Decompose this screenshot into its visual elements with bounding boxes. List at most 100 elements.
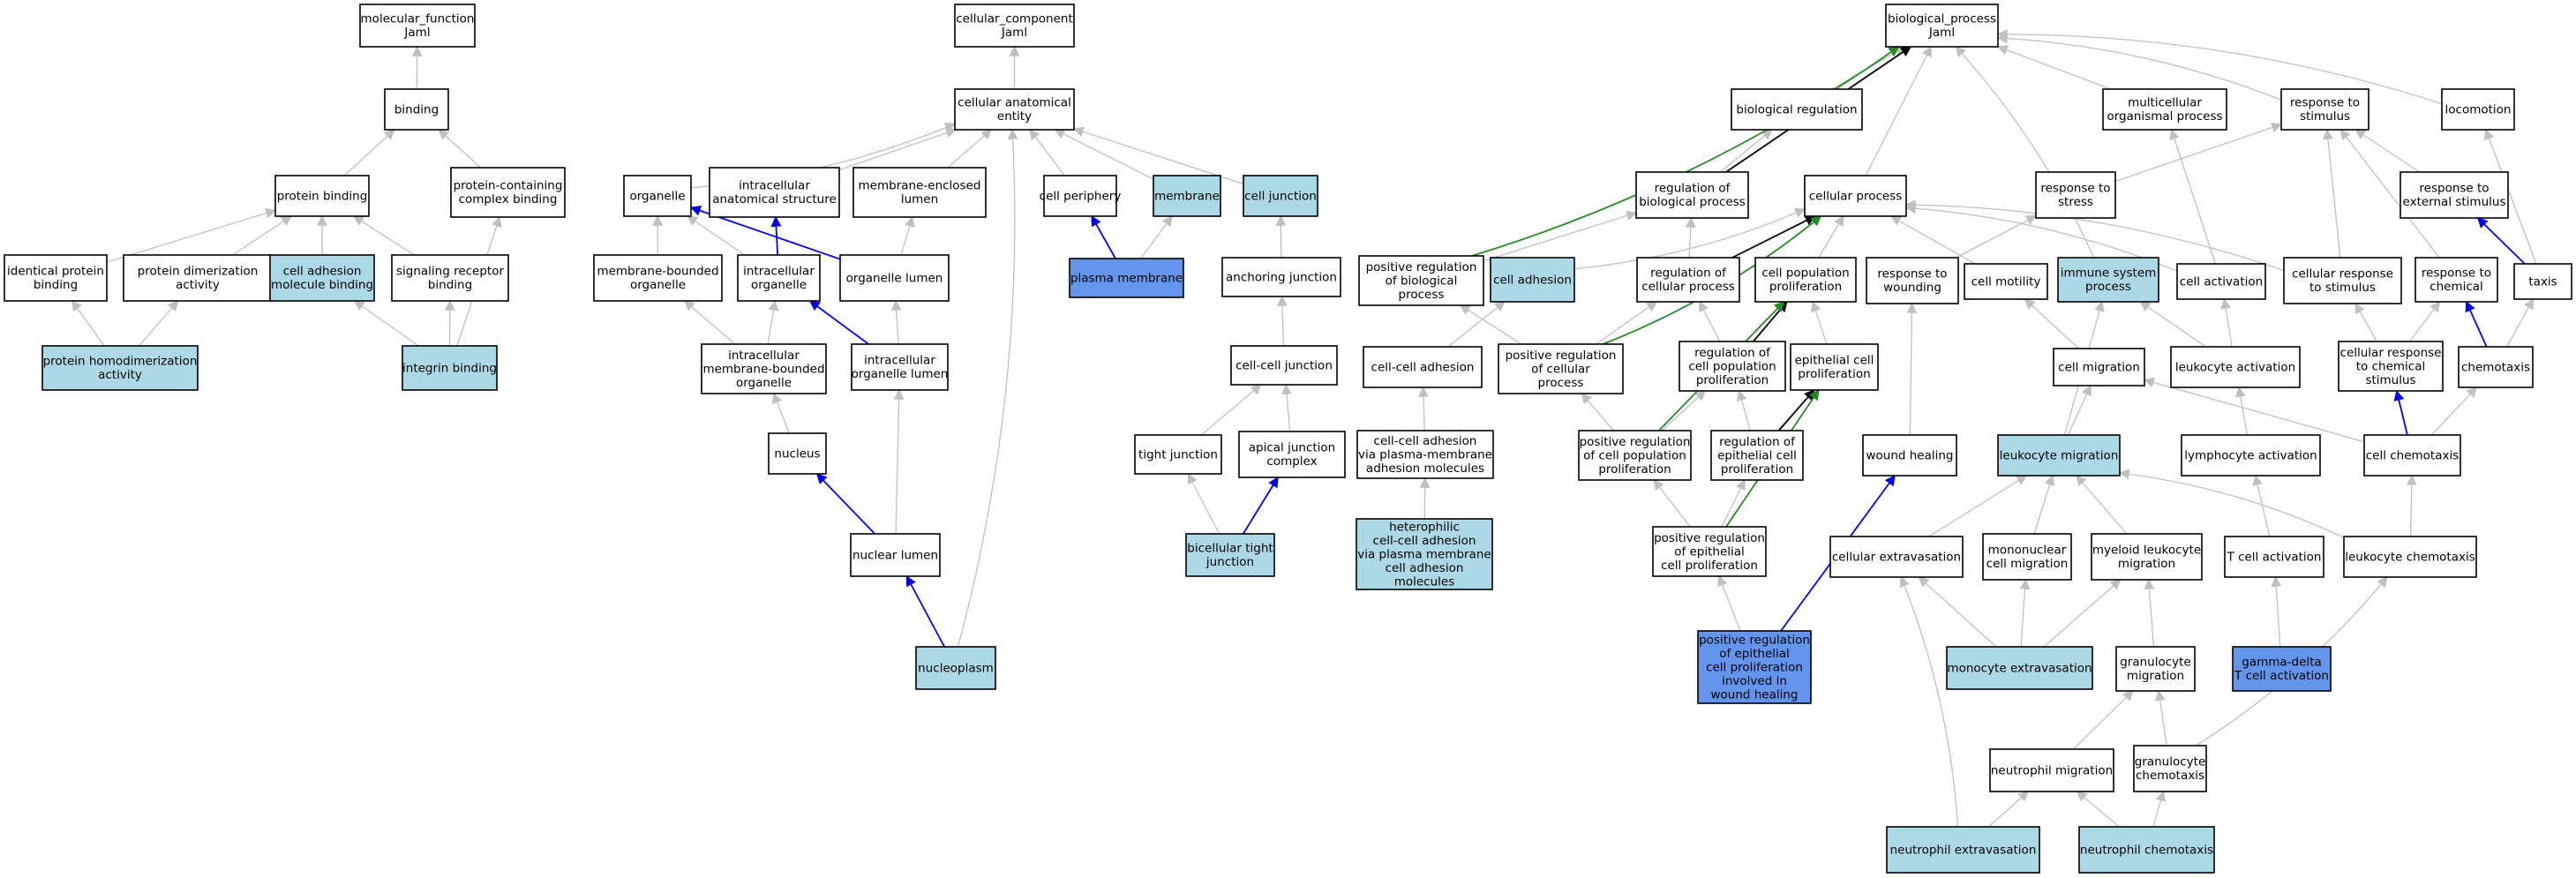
node-label-line: chemotaxis: [2461, 360, 2530, 374]
node-label-line: monocyte extravasation: [1947, 661, 2092, 675]
edge-resp_wound-to-resp_stress: [1956, 215, 2038, 259]
node-box: [850, 533, 941, 577]
node-box: [2283, 257, 2402, 304]
node-label-line: activity: [98, 368, 142, 382]
edge-pc_complex_binding-to-binding: [438, 129, 482, 169]
node-label-line: protein homodimerization: [43, 355, 198, 369]
edge-mono_extrav-to-cell_extrav: [1918, 576, 1997, 648]
edge-gran_chemotaxis-to-gran_migration: [2154, 689, 2167, 747]
node-box: [1134, 434, 1222, 475]
edge-mel-to-cae: [947, 129, 993, 169]
node-box: [4, 254, 108, 302]
edge-prot_homodimer-to-identical_pb: [71, 300, 105, 347]
node-label-line: organelle: [630, 278, 686, 292]
edge-nucleoplasm-to-nuclear_lumen: [905, 574, 945, 648]
node-label-line: Jaml: [1001, 26, 1027, 40]
node-box: [1498, 343, 1624, 394]
node-label-line: response to: [2290, 96, 2360, 110]
node-label-line: biological_process: [1888, 12, 1996, 26]
node-box: [1069, 258, 1184, 298]
node-label-line: positive regulation: [1699, 633, 1810, 647]
edge-neut_chemotaxis-to-gran_chemotaxis: [2152, 790, 2167, 828]
node-label-line: anatomical structure: [712, 192, 837, 206]
node-label-line: cellular response: [2292, 267, 2393, 281]
node-chemotaxis: chemotaxis: [2458, 346, 2534, 388]
node-label-line: cellular process: [1809, 189, 1903, 203]
node-label-line: response to: [2422, 266, 2491, 281]
node-label-line: cell proliferation: [1706, 660, 1803, 674]
node-label-line: cell-cell adhesion: [1373, 534, 1476, 548]
edge-iol-to-io: [808, 300, 869, 345]
node-box: [1221, 257, 1341, 297]
node-protein-binding: protein binding: [274, 175, 370, 217]
node-box: [852, 167, 987, 218]
node-label-line: immune system: [2061, 266, 2157, 281]
node-nuclear-lumen: nuclear lumen: [850, 533, 941, 577]
node-integrin-binding: integrin binding: [402, 345, 498, 391]
node-label-line: positive regulation: [1580, 435, 1691, 449]
node-label-line: of cell population: [1583, 448, 1686, 462]
node-label-line: complex: [1266, 454, 1317, 469]
node-label-line: cell proliferation: [1661, 559, 1758, 573]
edge-leuk_activation-to-isp: [2139, 301, 2206, 348]
node-label-line: cellular_component: [956, 12, 1072, 26]
edge-io-to-organelle: [687, 215, 746, 256]
node-box: [384, 88, 449, 131]
node-label-line: cellular process: [1641, 280, 1735, 294]
node-cell-chemotaxis: cell chemotaxis: [2363, 434, 2461, 477]
node-label-line: neutrophil chemotaxis: [2080, 843, 2213, 857]
edge-cell_junction-to-cae: [1072, 126, 1244, 184]
node-label-line: cellular anatomical: [958, 96, 1071, 110]
node-cell-proc: cellular process: [1804, 175, 1907, 217]
edge-nuclear_lumen-to-nucleus: [815, 473, 875, 535]
edge-pos_reg_epi-to-reg_epi: [1721, 478, 1746, 528]
edge-anchoring_junction-to-cell_junction: [1275, 214, 1287, 259]
edge-cell_chemotaxis-to-cell_resp_chem: [2393, 389, 2408, 436]
node-label-line: membrane-enclosed: [859, 179, 981, 193]
node-box: [768, 432, 827, 475]
node-cell-extrav: cellular extravasation: [1829, 536, 1964, 578]
node-box: [1153, 175, 1221, 217]
node-label-line: activity: [176, 278, 220, 292]
node-label-line: wound healing: [1710, 687, 1798, 702]
edge-apical_jc-to-ccj: [1280, 383, 1292, 432]
node-label-line: lumen: [901, 192, 938, 206]
node-label-line: stimulus: [2300, 109, 2350, 124]
node-label-line: of epithelial: [1674, 544, 1745, 559]
node-label-line: nucleoplasm: [918, 661, 994, 675]
node-box: [2441, 88, 2515, 131]
node-label-line: integrin binding: [402, 361, 497, 375]
node-box: [2035, 171, 2116, 219]
node-label-line: of cellular: [1531, 362, 1590, 376]
node-cell-motility: cell motility: [1964, 263, 2048, 300]
node-label-line: epithelial cell: [1795, 354, 1874, 368]
node-label-line: positive regulation: [1506, 349, 1617, 363]
node-box: [1862, 434, 1957, 477]
node-label-line: migration: [2118, 557, 2175, 571]
edge-prot_dimer-to-protein_binding: [232, 215, 293, 256]
node-label-line: cell-cell junction: [1235, 358, 1333, 372]
node-box: [701, 343, 827, 394]
node-box: [1866, 257, 1959, 304]
edge-plasma_membrane-to-cell_periphery: [1091, 214, 1116, 259]
node-label-line: proliferation: [1721, 462, 1793, 477]
edge-leuk_migration-to-cell_migration: [2067, 384, 2092, 436]
node-box: [1885, 4, 1999, 48]
node-label-line: organelle: [629, 189, 685, 203]
node-label-line: organelle lumen: [846, 271, 943, 285]
edge-locomotion-to-bp: [1996, 28, 2443, 105]
node-label-line: signaling receptor: [396, 265, 505, 279]
edge-taxis-to-locomotion: [2483, 128, 2537, 265]
node-box: [2415, 257, 2498, 303]
node-label-line: epithelial cell: [1717, 448, 1797, 462]
node-box: [737, 254, 821, 302]
node-lymph-activation: lymphocyte activation: [2181, 434, 2321, 477]
